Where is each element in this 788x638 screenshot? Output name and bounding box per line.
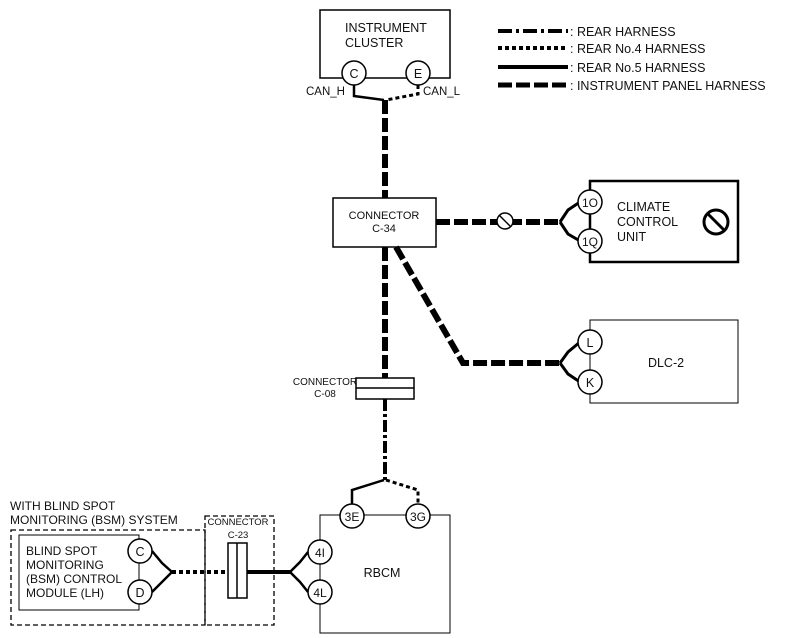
bsm-pin-c-label: C [135, 545, 144, 559]
wire-bsm-d [151, 571, 173, 593]
wire-can-l-cluster [385, 85, 420, 102]
climate-control-unit-label-line3: UNIT [617, 230, 647, 244]
rbcm-pin-3g [405, 503, 431, 529]
legend-rear-no5-harness-label: : REAR No.5 HARNESS [570, 61, 705, 75]
instrument-cluster-label-line2: CLUSTER [345, 36, 403, 50]
wire-climate-1q [558, 221, 581, 243]
instrument-cluster-pin-c-label: C [349, 67, 358, 81]
dlc2: DLC-2 L K [577, 319, 739, 404]
dlc2-pin-k [577, 369, 603, 395]
wire-rbcm-3g [385, 478, 420, 508]
dlc2-pin-l [577, 329, 603, 355]
rbcm-box [319, 514, 451, 634]
bsm-group-dashed-border [10, 529, 206, 626]
rbcm-pin-3g-label: 3G [410, 510, 426, 524]
bsm-module-box [18, 534, 140, 611]
dlc2-box [589, 319, 739, 404]
bsm-group-label-line2: MONITORING (BSM) SYSTEM [10, 513, 178, 527]
connector-c23-label-line1: CONNECTOR [207, 517, 268, 528]
wire-bsm-c [151, 550, 173, 573]
bsm-module: BLIND SPOT MONITORING (BSM) CONTROL MODU… [18, 534, 153, 611]
climate-pin-1o-label: 1O [582, 196, 598, 210]
connector-c23-label-line2: C-23 [228, 530, 249, 541]
rbcm: RBCM 3E 3G 4I 4L [307, 503, 451, 634]
connector-c08-label-line1: CONNECTOR [293, 377, 357, 388]
wire-can-h-cluster [352, 85, 385, 102]
bsm-module-label-line1: BLIND SPOT [26, 544, 98, 558]
climate-pin-1q [577, 228, 603, 254]
prohibited-icon [702, 208, 730, 236]
legend-rear-no4-harness-label: : REAR No.4 HARNESS [570, 42, 705, 56]
can-l-label: CAN_L [423, 86, 461, 98]
bsm-group-label-line1: WITH BLIND SPOT [10, 499, 116, 513]
connector-c08-label-line2: C-08 [314, 389, 336, 400]
prohibited-icon-small [496, 212, 514, 230]
bsm-module-label-line2: MONITORING [26, 558, 104, 572]
wire-c34-to-dlc2 [393, 245, 560, 366]
bsm-module-label-line3: (BSM) CONTROL [26, 572, 122, 586]
connector-c34-label-line1: CONNECTOR [349, 210, 420, 222]
can-h-label: CAN_H [306, 86, 345, 98]
dlc2-pin-k-label: K [586, 376, 595, 390]
connector-c34: CONNECTOR C-34 [332, 197, 437, 248]
wire-dlc2-k [558, 362, 581, 384]
rbcm-pin-3e [339, 503, 365, 529]
climate-control-unit-label-line2: CONTROL [617, 215, 678, 229]
climate-pin-1q-label: 1Q [582, 235, 598, 249]
connector-c34-label-line2: C-34 [372, 223, 396, 235]
wire-rbcm-3e [350, 478, 385, 508]
climate-control-unit-label-line1: CLIMATE [617, 200, 670, 214]
instrument-cluster: INSTRUMENT CLUSTER C E CAN_H CAN_L [306, 9, 461, 98]
dlc2-label: DLC-2 [648, 356, 684, 370]
bsm-group: WITH BLIND SPOT MONITORING (BSM) SYSTEM … [10, 499, 275, 626]
wire-climate-1o [558, 200, 581, 223]
instrument-cluster-label-line1: INSTRUMENT [345, 21, 427, 35]
bsm-module-label-line4: MODULE (LH) [26, 586, 104, 600]
rbcm-pin-3e-label: 3E [345, 510, 360, 524]
wire-rbcm-4i [289, 551, 309, 573]
bsm-pin-d-label: D [135, 586, 144, 600]
wire-rbcm-4l [289, 571, 309, 593]
connector-c34-box [332, 197, 437, 248]
connector-c08: CONNECTOR C-08 [293, 377, 415, 400]
climate-control-unit: CLIMATE CONTROL UNIT 1O 1Q [577, 179, 740, 264]
rbcm-pin-4i-label: 4I [315, 546, 325, 560]
connector-c23 [227, 542, 248, 599]
dlc2-pin-l-label: L [587, 336, 594, 350]
wire-dlc2-l [558, 340, 581, 364]
rbcm-pin-4l-label: 4L [313, 586, 327, 600]
legend-instrument-panel-harness-label: : INSTRUMENT PANEL HARNESS [570, 79, 766, 93]
rbcm-label: RBCM [364, 566, 401, 580]
legend: : REAR HARNESS : REAR No.4 HARNESS : REA… [498, 25, 766, 93]
legend-rear-harness-label: : REAR HARNESS [570, 25, 676, 39]
climate-pin-1o [577, 189, 603, 215]
instrument-cluster-pin-e-label: E [414, 67, 422, 81]
